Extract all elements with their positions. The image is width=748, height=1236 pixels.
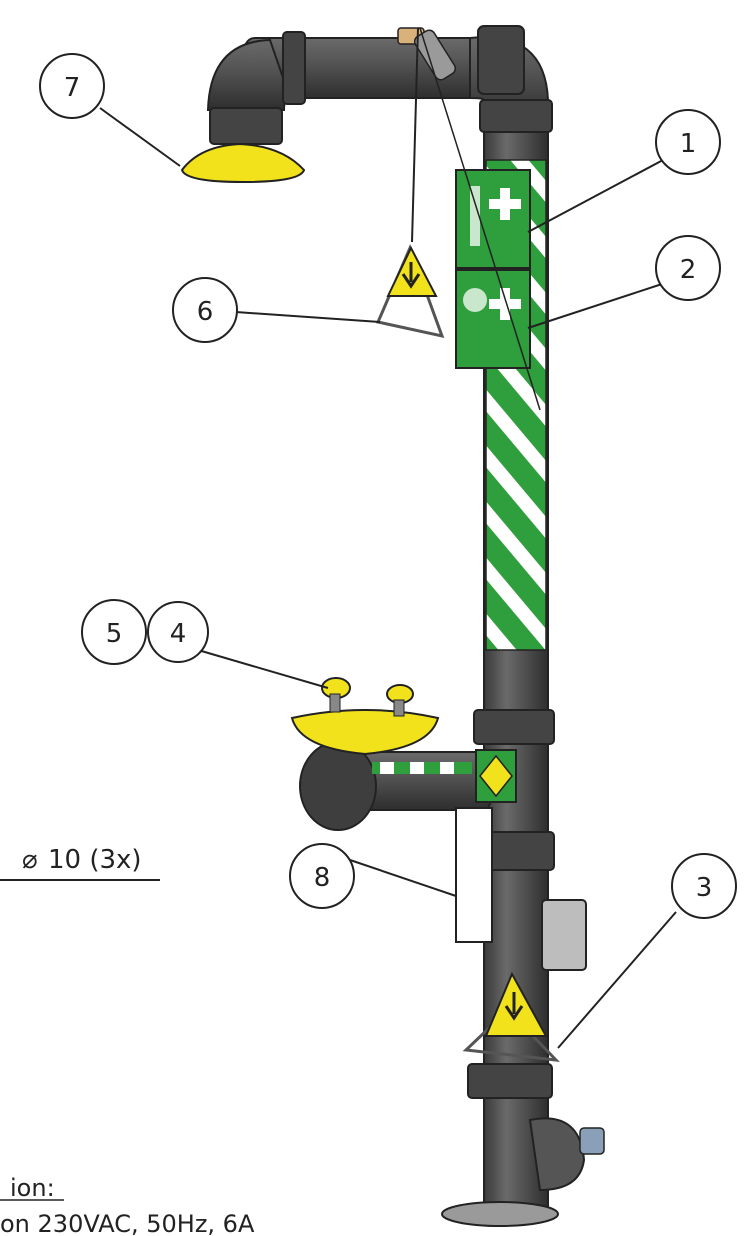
callout-2: 2: [527, 235, 721, 329]
pipe-coupling: [473, 709, 555, 745]
shower-head: [180, 142, 306, 184]
shower-pull-handle: [375, 27, 541, 411]
top-pipe-coupling: [477, 25, 525, 95]
note-heading: ion:: [10, 1174, 55, 1202]
instruction-tag: [455, 807, 493, 943]
note-line: on 230VAC, 50Hz, 6A: [0, 1210, 255, 1236]
eyewash-bowl: [290, 709, 440, 756]
callout-3: 3: [557, 853, 737, 1049]
callout-label: 3: [696, 873, 713, 903]
shower-head-collar: [209, 107, 283, 145]
callout-label: 5: [106, 619, 123, 649]
eyewash-sign: [455, 269, 531, 369]
callout-5: 5: [81, 599, 147, 665]
callout-label: 6: [197, 297, 214, 327]
base-flange: [441, 1201, 559, 1227]
callout-8: 8: [289, 843, 457, 909]
callout-label: 7: [64, 73, 81, 103]
dimension-annotation: ⌀ 10 (3x): [0, 845, 160, 881]
callout-label: 4: [170, 619, 187, 649]
eyewash-pipe-cap: [299, 741, 377, 831]
warning-diamond-icon: [479, 754, 513, 798]
callout-7: 7: [39, 53, 181, 167]
callout-label: 2: [680, 255, 697, 285]
callout-label: 8: [314, 863, 331, 893]
diameter-symbol: ⌀: [22, 845, 38, 875]
inlet-valve: [528, 1117, 586, 1192]
junction-box: [541, 899, 587, 971]
pipe-coupling: [479, 99, 553, 133]
callout-4: 4: [147, 601, 329, 689]
callout-label: 1: [680, 129, 697, 159]
electrical-note: ion: on 230VAC, 50Hz, 6A: [0, 1174, 255, 1236]
dimension-text: 10 (3x): [48, 845, 142, 875]
warning-triangle-icon: [484, 971, 548, 1037]
shower-sign: [455, 169, 531, 269]
callout-6: 6: [172, 277, 381, 343]
inlet-connector: [579, 1127, 605, 1155]
eyewash-pull-handle: [462, 971, 560, 1062]
callout-1: 1: [527, 109, 721, 233]
top-pipe-coupling: [282, 31, 306, 105]
pipe-coupling: [467, 1063, 553, 1099]
eyewash-assembly: [290, 677, 517, 943]
